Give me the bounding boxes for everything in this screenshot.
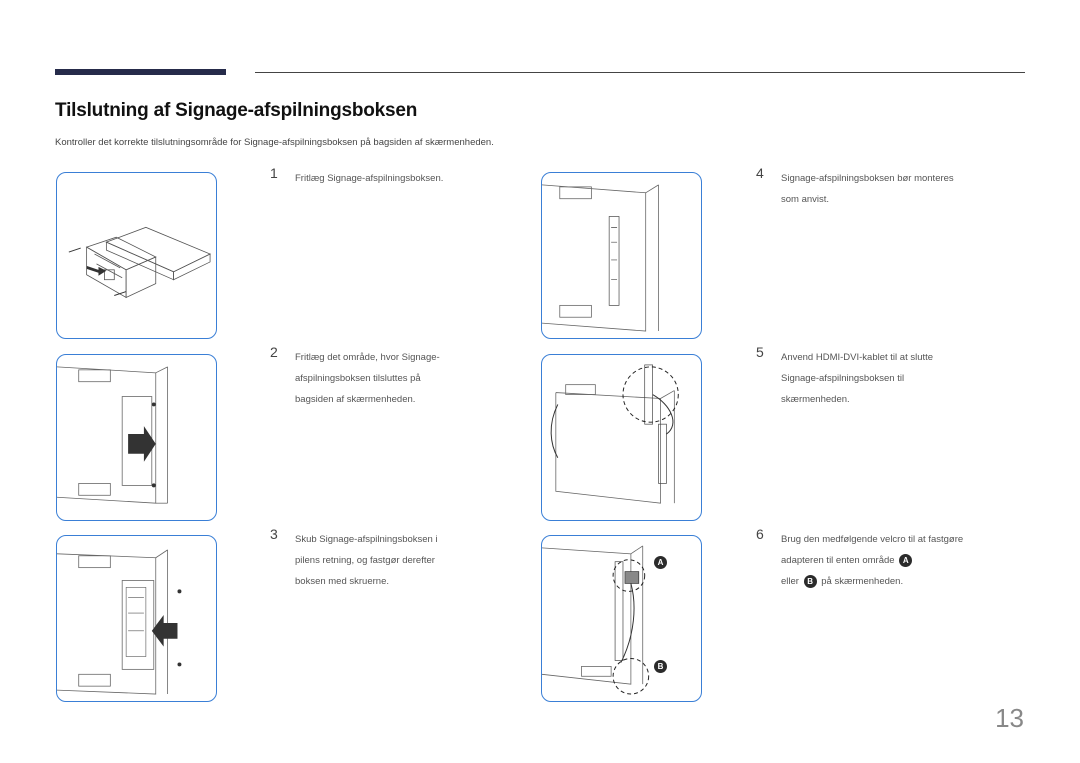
step-text-or: eller: [781, 576, 799, 587]
figure-marker-b: B: [654, 660, 667, 673]
step-text: Anvend HDMI-DVI-kablet til at slutte Sig…: [781, 352, 934, 405]
area-marker-a: A: [899, 553, 913, 567]
area-marker-b: B: [803, 574, 817, 588]
step-text: Signage-afspilningsboksen bør monteres s…: [781, 173, 954, 205]
figure-step-3: [56, 535, 217, 702]
page-number: 13: [995, 703, 1024, 733]
step-text: Skub Signage-afspilningsboksen i pilens …: [295, 534, 438, 587]
step-text-part-b: på skærmenheden.: [821, 576, 904, 587]
step-text: Fritlæg det område, hvor Signage- afspil…: [295, 352, 440, 405]
step-number: 1: [270, 165, 278, 181]
step-text: Brug den medfølgende velcro til at fastg…: [781, 529, 971, 592]
header-rule: [255, 72, 1025, 73]
figure-step-1: [56, 172, 217, 339]
step-number: 5: [756, 344, 764, 360]
figure-marker-a: A: [654, 556, 667, 569]
figure-step-5: [541, 354, 702, 521]
intro-text: Kontroller det korrekte tilslutningsområ…: [55, 137, 494, 148]
page-title: Tilslutning af Signage-afspilningsboksen: [55, 100, 418, 121]
step-number: 4: [756, 165, 764, 181]
step-number: 3: [270, 526, 278, 542]
step-text-part-a: Brug den medfølgende velcro til at fastg…: [781, 534, 964, 566]
figure-step-6: [541, 535, 702, 702]
header-accent-bar: [55, 69, 226, 75]
step-number: 2: [270, 344, 278, 360]
step-number: 6: [756, 526, 764, 542]
figure-step-2: [56, 354, 217, 521]
figure-step-4: [541, 172, 702, 339]
step-text: Fritlæg Signage-afspilningsboksen.: [295, 173, 444, 184]
